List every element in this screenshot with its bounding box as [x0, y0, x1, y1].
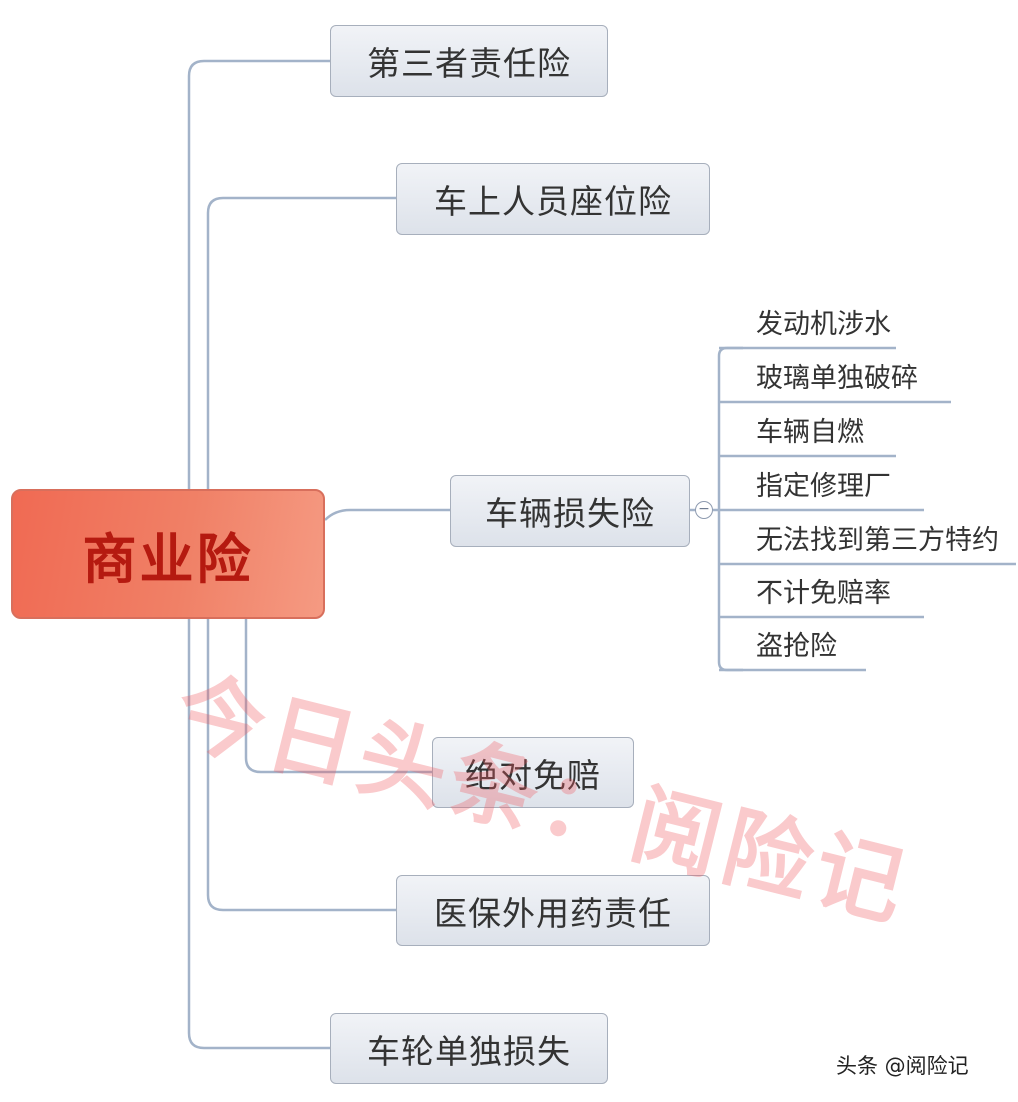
leaf-engine-water[interactable]: 发动机涉水 — [756, 309, 891, 340]
connector-passenger-seat — [206, 196, 396, 489]
root-node-label: 商业险 — [82, 526, 254, 591]
root-node-commercial-insurance[interactable]: 商业险 — [11, 489, 325, 619]
collapse-toggle-icon[interactable]: − — [695, 501, 713, 519]
branch-absolute-deductible[interactable]: 绝对免赔 — [432, 737, 634, 808]
leaf-designated-repair[interactable]: 指定修理厂 — [756, 471, 891, 502]
branch-label: 绝对免赔 — [465, 755, 601, 795]
connector-third-party — [187, 59, 330, 489]
connector-deductible — [244, 619, 432, 774]
branch-label: 车辆损失险 — [485, 494, 655, 533]
leaf-no-deductible[interactable]: 不计免赔率 — [756, 578, 891, 609]
connector-wheel-loss — [187, 619, 330, 1050]
leaf-glass-breakage[interactable]: 玻璃单独破碎 — [756, 363, 918, 394]
branch-medical-outside-insurance[interactable]: 医保外用药责任 — [396, 875, 710, 946]
branch-third-party-liability[interactable]: 第三者责任险 — [330, 25, 608, 97]
leaf-theft[interactable]: 盗抢险 — [756, 631, 837, 662]
branch-label: 医保外用药责任 — [434, 893, 672, 933]
connector-vehicle-damage — [324, 508, 450, 521]
branch-label: 车轮单独损失 — [367, 1031, 571, 1071]
branch-passenger-seat[interactable]: 车上人员座位险 — [396, 163, 710, 235]
branch-vehicle-damage[interactable]: 车辆损失险 — [450, 475, 690, 547]
leaf-no-third-party[interactable]: 无法找到第三方特约 — [756, 525, 999, 556]
credit-label: 头条 @阅险记 — [836, 1054, 969, 1078]
branch-label: 第三者责任险 — [367, 44, 571, 83]
leaf-self-ignition[interactable]: 车辆自燃 — [756, 417, 864, 448]
branch-label: 车上人员座位险 — [434, 182, 672, 221]
connector-medical — [206, 619, 396, 912]
branch-wheel-loss[interactable]: 车轮单独损失 — [330, 1013, 608, 1084]
